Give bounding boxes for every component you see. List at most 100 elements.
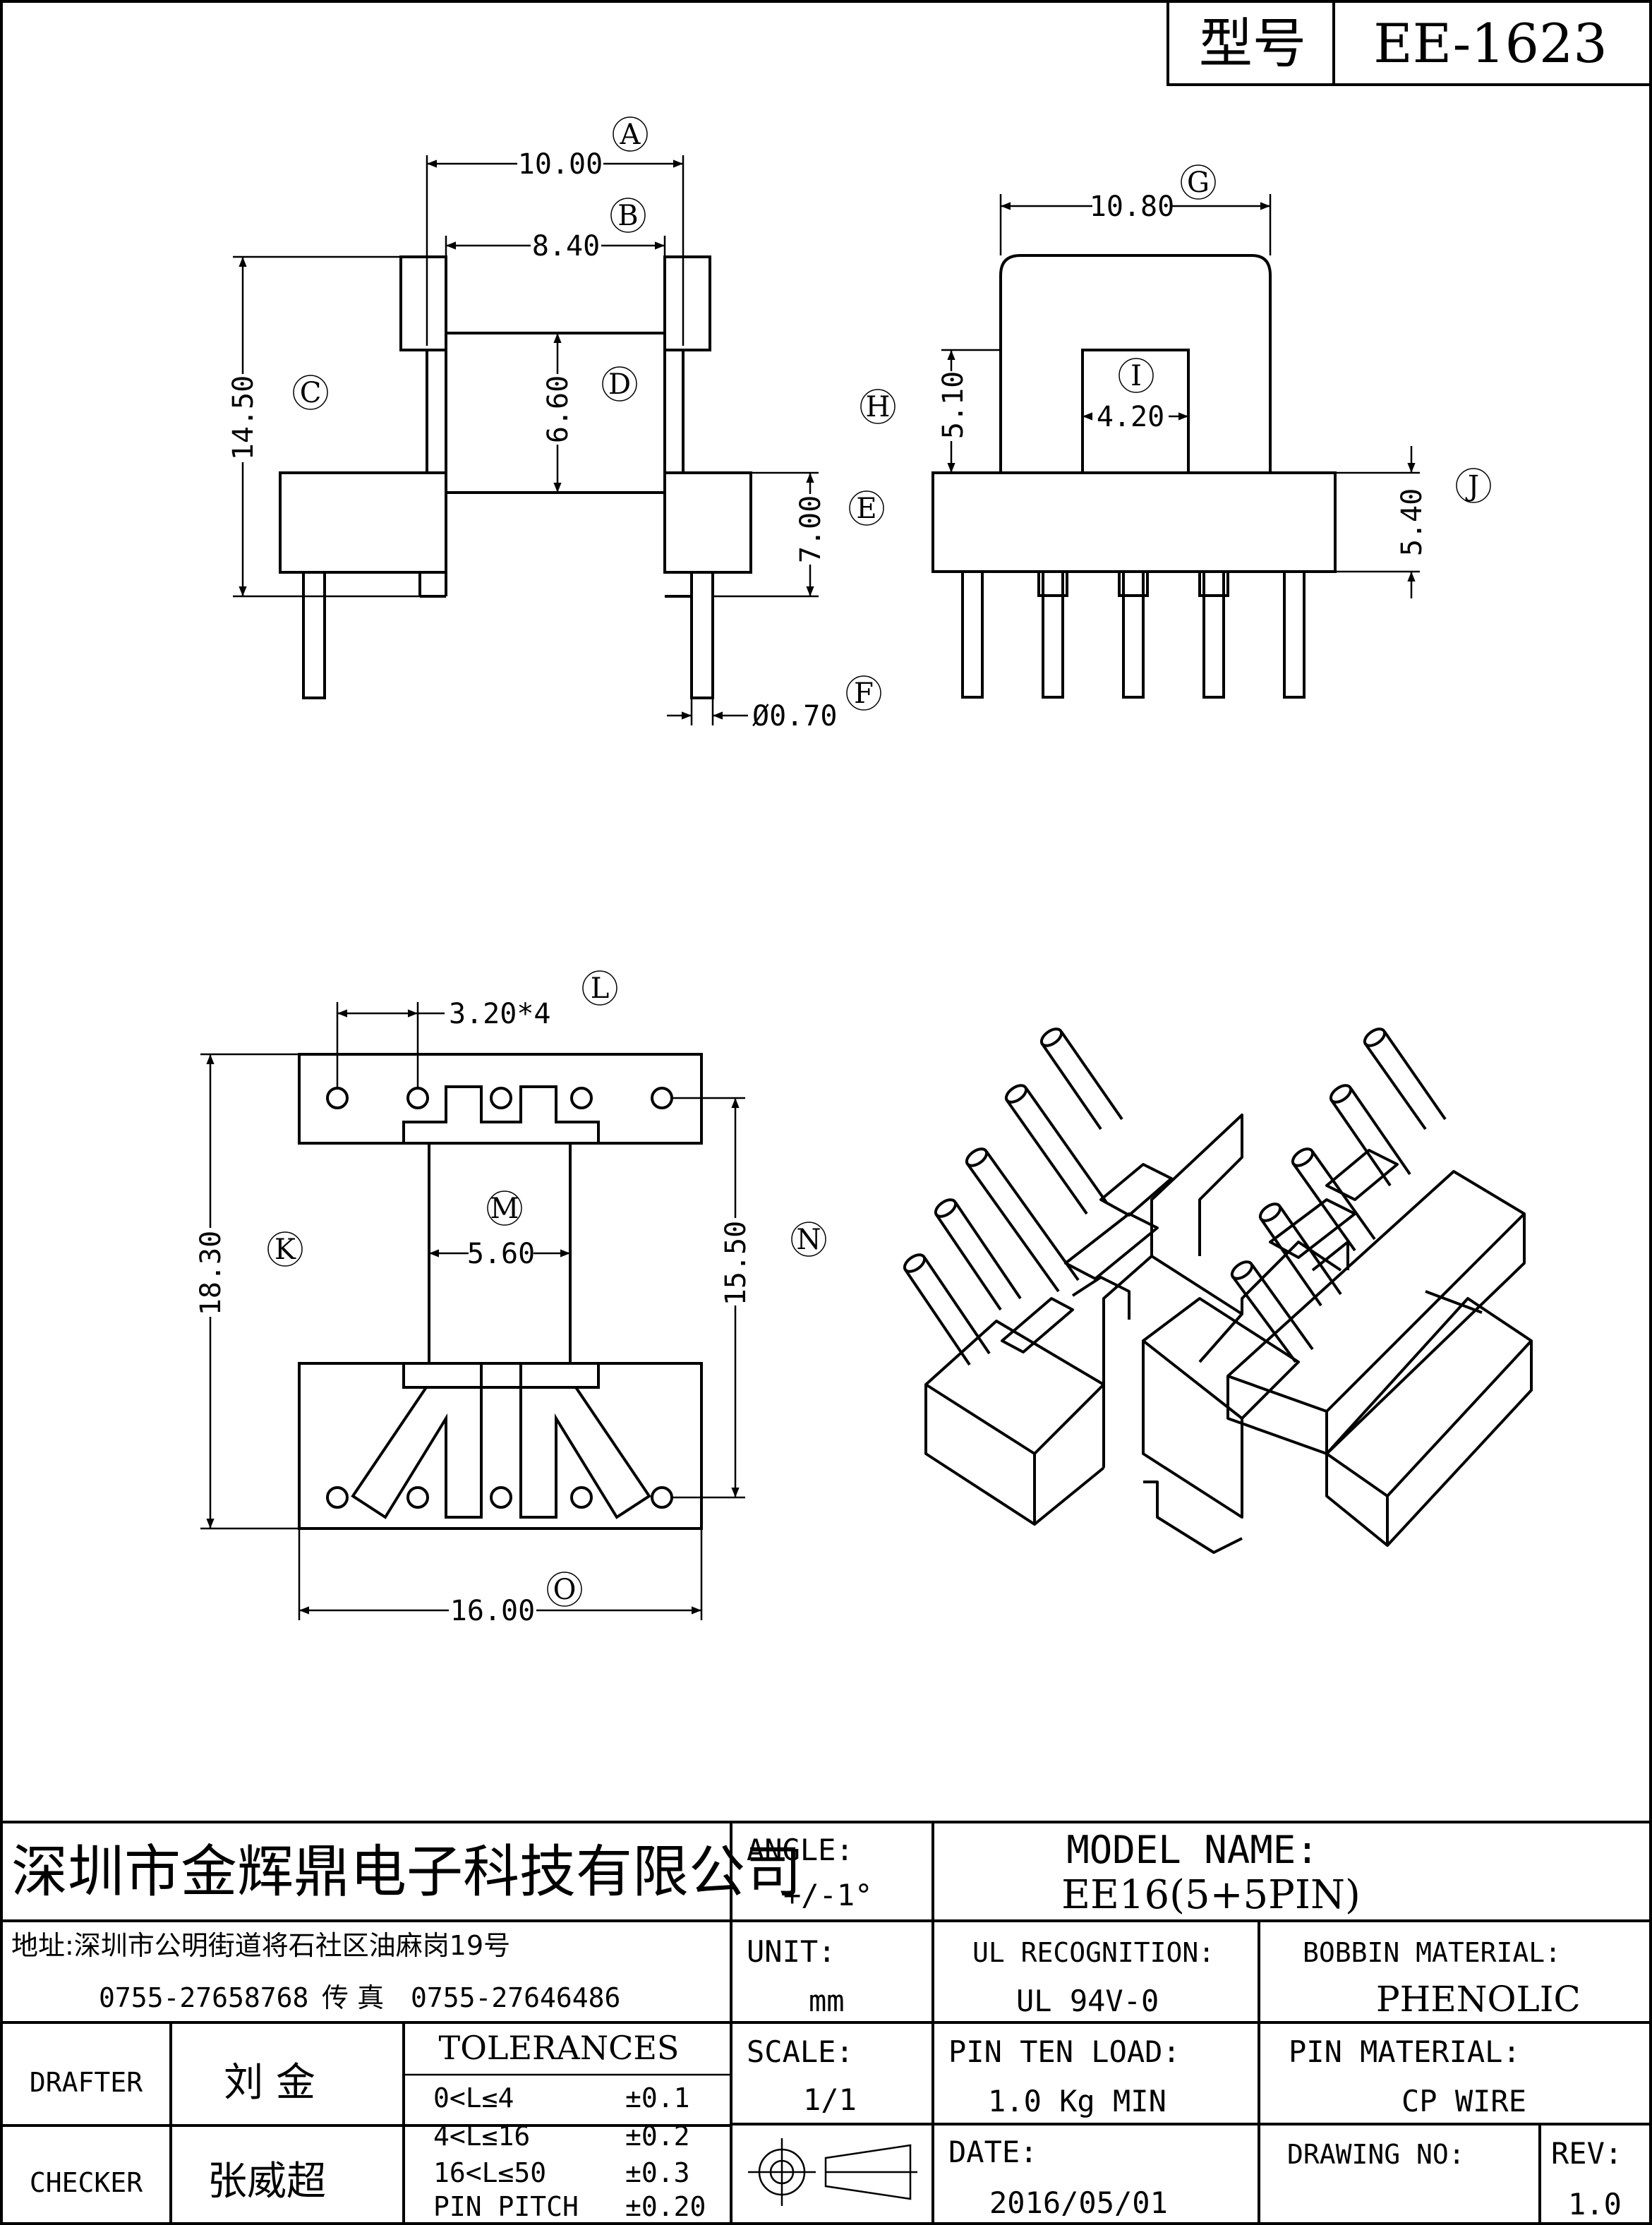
callout-e: E [849,490,884,526]
company-address: 地址:深圳市公明街道将石社区油麻岗19号 [11,1930,510,1961]
model-header: 型号 EE-1623 [1166,0,1652,86]
svg-text:L: L [591,972,610,1005]
rev-label: REV: [1551,2136,1622,2171]
callout-n: N [791,1222,826,1257]
drafter-value: 刘 金 [224,2060,315,2106]
svg-text:O: O [553,1574,577,1606]
pin-material-label: PIN MATERIAL: [1289,2034,1521,2069]
checker-value: 张威超 [207,2159,326,2205]
callout-d: D [602,366,637,402]
tolerance-value-2: ±0.2 [625,2121,690,2152]
title-block-text: 深圳市金辉鼎电子科技有限公司 地址:深圳市公明街道将石社区油麻岗19号 0755… [11,1828,1622,2222]
front-view-dimension-text: 10.00 8.40 14.50 6.60 7.00 Ø0.70 [227,148,837,732]
front-view [279,255,752,699]
tolerance-value-4: ±0.20 [625,2191,706,2222]
svg-text:J: J [1465,470,1479,502]
dim-o: 16.00 [450,1595,535,1627]
svg-text:M: M [490,1193,519,1225]
bottom-view-dimensions [200,1002,745,1620]
tolerance-value-3: ±0.3 [625,2157,690,2188]
callout-m: M [487,1190,522,1226]
dim-n: 15.50 [720,1221,752,1306]
angle-label: ANGLE: [747,1833,854,1867]
svg-text:N: N [797,1224,821,1256]
dim-l: 3.20*4 [449,998,551,1030]
date-label: DATE: [948,2135,1037,2169]
ul-value: UL 94V-0 [1016,1984,1159,2018]
scale-label: SCALE: [747,2034,854,2069]
callout-b: B [610,198,646,233]
date-value: 2016/05/01 [989,2185,1168,2220]
fax-label: 传 真 [322,1982,384,2013]
rev-value: 1.0 [1568,2187,1622,2221]
company-name: 深圳市金辉鼎电子科技有限公司 [11,1839,802,1905]
dim-e: 7.00 [795,495,827,563]
callout-c: C [293,375,328,410]
unit-value: mm [809,1984,845,2018]
tolerance-range-1: 0<L≤4 [433,2082,514,2114]
dim-k: 18.30 [195,1231,227,1315]
isometric-view [903,1027,1533,1554]
side-view-dimension-text: 10.80 5.10 4.20 5.40 [937,191,1428,556]
callout-o: O [547,1572,582,1607]
projection-symbol [748,2138,917,2206]
dim-h: 5.10 [937,371,970,439]
side-view-dimensions [941,194,1420,598]
callout-h: H [860,389,896,424]
tolerances-label: TOLERANCES [439,2029,680,2067]
dim-c: 14.50 [227,375,260,460]
callout-l: L [582,970,617,1006]
model-label: 型号 [1199,12,1306,75]
drafter-label: DRAFTER [30,2067,143,2098]
svg-text:I: I [1131,360,1142,392]
svg-text:F: F [854,677,874,710]
dim-b: 8.40 [532,230,600,263]
checker-label: CHECKER [30,2167,143,2198]
svg-text:G: G [1187,167,1210,199]
svg-text:B: B [617,200,638,232]
ul-label: UL RECOGNITION: [972,1937,1214,1968]
pin-load-label: PIN TEN LOAD: [948,2034,1181,2069]
pin-material-value: CP WIRE [1401,2084,1526,2118]
model-name-value: EE16(5+5PIN) [1061,1872,1361,1918]
dim-m: 5.60 [467,1238,535,1270]
model-name-label: MODEL NAME: [1066,1828,1319,1872]
model-value: EE-1623 [1373,12,1607,75]
dim-j: 5.40 [1396,488,1428,556]
front-view-dimensions [233,155,819,725]
svg-text:K: K [275,1234,296,1266]
company-fax: 0755-27646486 [411,1982,620,2013]
bottom-view-dimension-text: 3.20*4 18.30 5.60 15.50 16.00 [195,998,752,1627]
callout-k: K [267,1231,303,1267]
pin-load-value: 1.0 Kg MIN [988,2084,1166,2118]
callouts: A B C D E F G H I J K L M N O [267,116,1491,1607]
dim-i: 4.20 [1097,401,1164,433]
unit-label: UNIT: [747,1934,836,1969]
callout-j: J [1456,468,1491,503]
bottom-view [298,1053,703,1530]
callout-a: A [613,116,648,152]
callout-g: G [1181,164,1216,200]
angle-value: +/-1° [783,1878,872,1912]
svg-text:H: H [866,391,891,423]
svg-text:D: D [608,368,631,401]
tolerance-range-3: 16<L≤50 [433,2157,546,2188]
side-view [931,254,1337,699]
callout-i: I [1119,358,1154,393]
company-phone: 0755-27658768 [99,1982,308,2013]
drawing-no-label: DRAWING NO: [1287,2139,1465,2170]
svg-text:A: A [620,119,641,151]
tolerance-range-2: 4<L≤16 [433,2121,530,2152]
dim-a: 10.00 [518,148,603,181]
dim-f: Ø0.70 [752,700,837,732]
tolerance-value-1: ±0.1 [625,2082,690,2114]
dim-d: 6.60 [542,375,574,443]
dim-g: 10.80 [1090,191,1174,223]
tolerance-range-4: PIN PITCH [433,2191,579,2222]
svg-text:C: C [300,377,322,409]
title-block [1,1821,1651,2224]
bobbin-label: BOBBIN MATERIAL: [1303,1937,1561,1968]
svg-text:E: E [856,493,876,525]
